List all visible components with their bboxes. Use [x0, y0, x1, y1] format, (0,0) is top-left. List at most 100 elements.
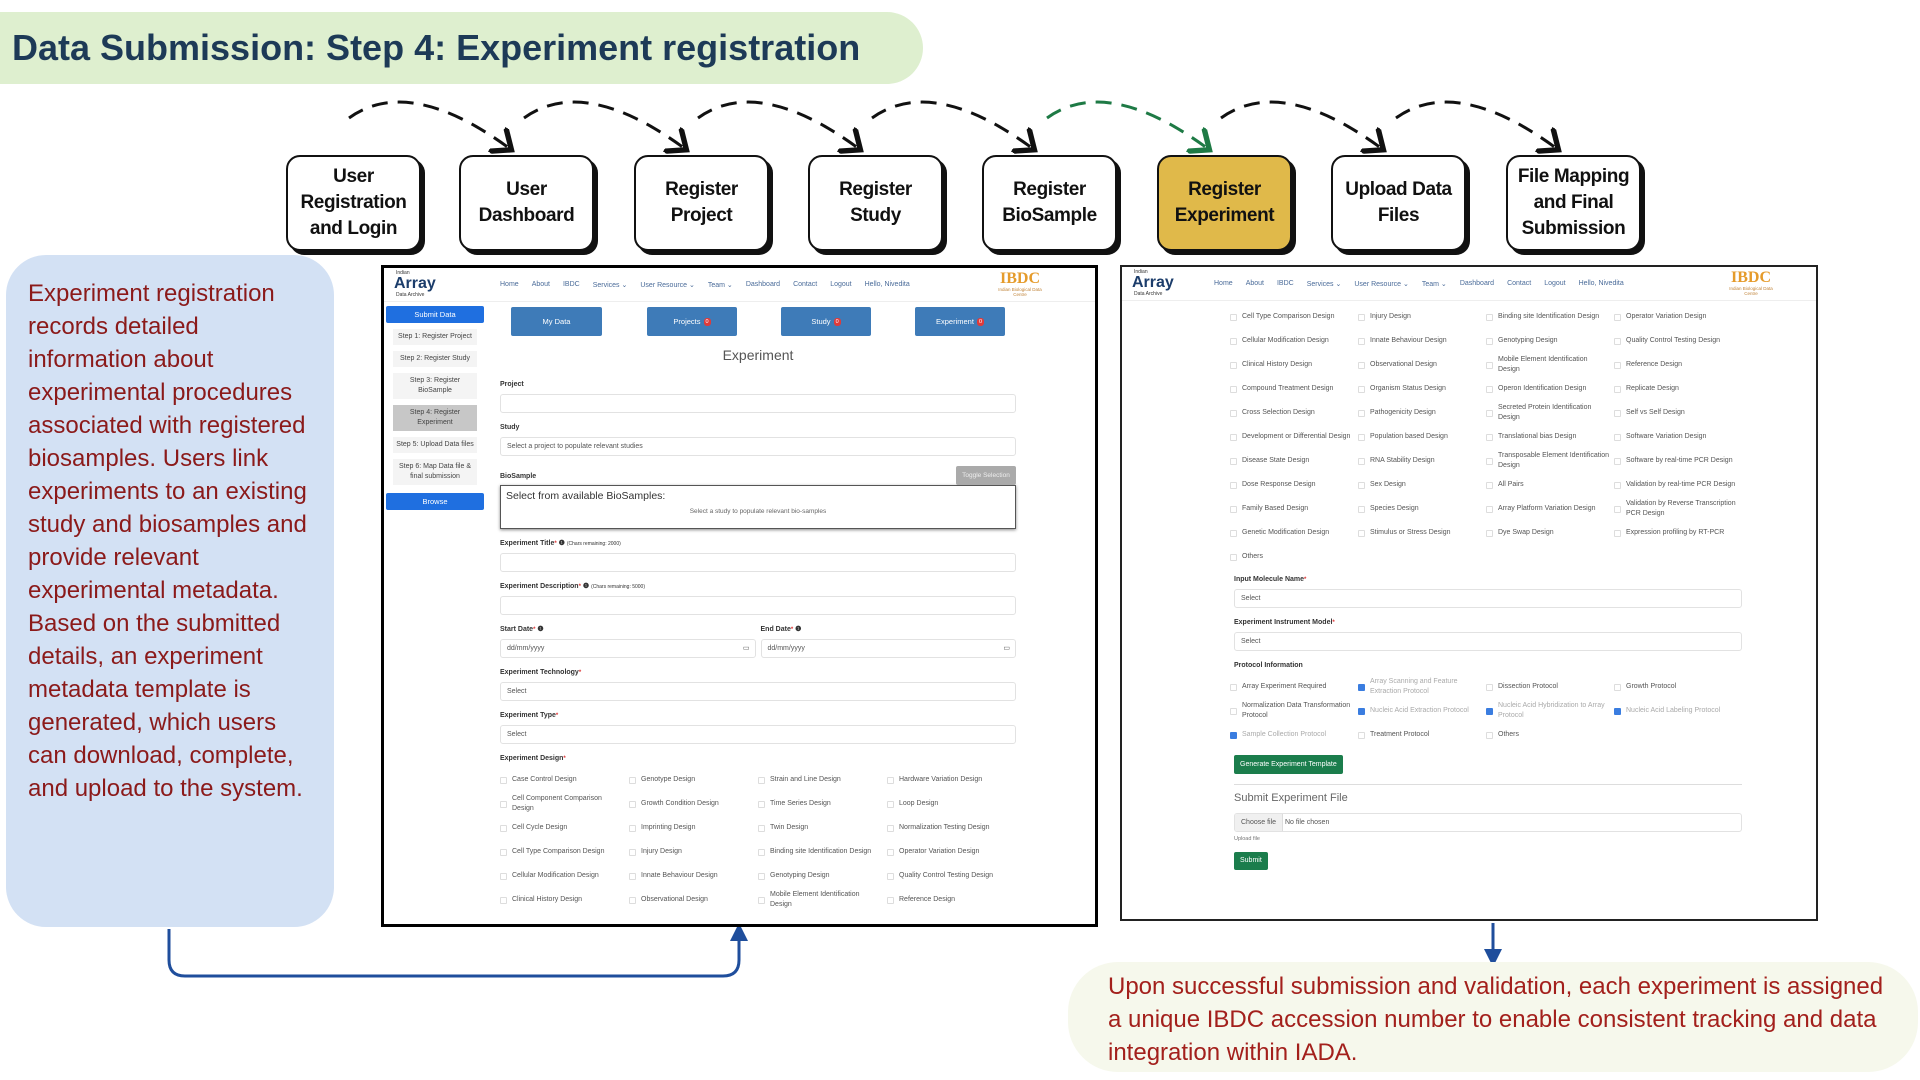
- checkbox-option[interactable]: Dye Swap Design: [1486, 521, 1614, 545]
- checkbox-option[interactable]: Cell Type Comparison Design: [500, 840, 629, 864]
- checkbox-icon[interactable]: [1358, 481, 1365, 489]
- nav-item[interactable]: Hello, Nivedita: [1578, 280, 1624, 287]
- nav-item[interactable]: Home: [1214, 280, 1233, 287]
- sidebar-step[interactable]: Step 5: Upload Data files: [393, 437, 477, 453]
- checkbox-option[interactable]: Operator Variation Design: [887, 840, 1016, 864]
- sidebar-step[interactable]: Step 1: Register Project: [393, 329, 477, 345]
- checkbox-icon[interactable]: [1358, 457, 1365, 465]
- file-input[interactable]: Choose file No file chosen: [1234, 813, 1742, 832]
- checkbox-option[interactable]: Case Control Design: [500, 768, 629, 792]
- biosample-box[interactable]: Select from available BioSamples: Select…: [500, 485, 1016, 529]
- checkbox-option[interactable]: Quality Control Testing Design: [1614, 329, 1742, 353]
- submit-data-button[interactable]: Submit Data: [386, 306, 484, 323]
- checkbox-option[interactable]: Pathogenicity Design: [1358, 401, 1486, 425]
- molecule-select[interactable]: Select: [1234, 589, 1742, 608]
- nav-item[interactable]: Services ⌄: [592, 282, 628, 289]
- checkbox-option[interactable]: Cellular Modification Design: [1230, 329, 1358, 353]
- checkbox-option[interactable]: Dose Response Design: [1230, 473, 1358, 497]
- choose-file-button[interactable]: Choose file: [1235, 814, 1284, 831]
- checkbox-option[interactable]: Nucleic Acid Labeling Protocol: [1614, 699, 1742, 723]
- nav-item[interactable]: User Resource ⌄: [1354, 281, 1409, 288]
- checkbox-icon[interactable]: [1230, 385, 1237, 393]
- checkbox-icon[interactable]: [1230, 683, 1237, 691]
- checkbox-option[interactable]: Nucleic Acid Hybridization to Array Prot…: [1486, 699, 1614, 723]
- checkbox-icon[interactable]: [629, 896, 636, 904]
- calendar-icon[interactable]: ▭: [742, 645, 750, 652]
- checkbox-icon[interactable]: [887, 776, 894, 784]
- checkbox-option[interactable]: Twin Design: [758, 816, 887, 840]
- checkbox-icon[interactable]: [758, 872, 765, 880]
- checkbox-icon[interactable]: [1230, 731, 1237, 739]
- checkbox-icon[interactable]: [1230, 409, 1237, 417]
- checkbox-icon[interactable]: [1486, 433, 1493, 441]
- checkbox-option[interactable]: Normalization Testing Design: [887, 816, 1016, 840]
- checkbox-icon[interactable]: [1230, 553, 1237, 561]
- checkbox-icon[interactable]: [1486, 337, 1493, 345]
- checkbox-icon[interactable]: [758, 848, 765, 856]
- checkbox-icon[interactable]: [1614, 337, 1621, 345]
- checkbox-option[interactable]: Mobile Element Identification Design: [1486, 353, 1614, 377]
- checkbox-icon[interactable]: [1486, 409, 1493, 417]
- nav-item[interactable]: Team ⌄: [707, 282, 733, 289]
- checkbox-option[interactable]: Genotyping Design: [758, 864, 887, 888]
- checkbox-icon[interactable]: [1230, 433, 1237, 441]
- technology-select[interactable]: Select: [500, 682, 1016, 701]
- toggle-selection-button[interactable]: Toggle Selection: [956, 466, 1016, 485]
- checkbox-icon[interactable]: [500, 896, 507, 904]
- checkbox-icon[interactable]: [1230, 481, 1237, 489]
- checkbox-option[interactable]: Observational Design: [1358, 353, 1486, 377]
- checkbox-icon[interactable]: [1358, 505, 1365, 513]
- checkbox-option[interactable]: Loop Design: [887, 792, 1016, 816]
- checkbox-icon[interactable]: [629, 824, 636, 832]
- checkbox-option[interactable]: Innate Behaviour Design: [1358, 329, 1486, 353]
- nav-item[interactable]: Logout: [1544, 280, 1566, 287]
- checkbox-icon[interactable]: [1358, 361, 1365, 369]
- checkbox-option[interactable]: Species Design: [1358, 497, 1486, 521]
- checkbox-icon[interactable]: [500, 800, 507, 808]
- checkbox-option[interactable]: Cross Selection Design: [1230, 401, 1358, 425]
- checkbox-icon[interactable]: [1230, 457, 1237, 465]
- checkbox-icon[interactable]: [1486, 361, 1493, 369]
- checkbox-option[interactable]: Cellular Modification Design: [500, 864, 629, 888]
- study-select[interactable]: Select a project to populate relevant st…: [500, 437, 1016, 456]
- checkbox-icon[interactable]: [887, 800, 894, 808]
- checkbox-icon[interactable]: [629, 872, 636, 880]
- nav-item[interactable]: Home: [500, 281, 519, 288]
- checkbox-icon[interactable]: [1486, 481, 1493, 489]
- checkbox-icon[interactable]: [1486, 313, 1493, 321]
- end-date-input[interactable]: dd/mm/yyyy▭: [760, 639, 1016, 658]
- checkbox-option[interactable]: Genetic Modification Design: [1230, 521, 1358, 545]
- checkbox-option[interactable]: Stimulus or Stress Design: [1358, 521, 1486, 545]
- checkbox-icon[interactable]: [1614, 707, 1621, 715]
- checkbox-icon[interactable]: [500, 848, 507, 856]
- checkbox-icon[interactable]: [629, 776, 636, 784]
- nav-item[interactable]: About: [1245, 280, 1264, 287]
- checkbox-icon[interactable]: [1614, 433, 1621, 441]
- nav-item[interactable]: Services ⌄: [1306, 281, 1342, 288]
- checkbox-icon[interactable]: [1358, 313, 1365, 321]
- checkbox-option[interactable]: Hardware Variation Design: [887, 768, 1016, 792]
- checkbox-option[interactable]: Genotyping Design: [1486, 329, 1614, 353]
- checkbox-icon[interactable]: [1486, 707, 1493, 715]
- nav-item[interactable]: IBDC: [1276, 280, 1294, 287]
- nav-item[interactable]: Contact: [1507, 280, 1532, 287]
- checkbox-option[interactable]: RNA Stability Design: [1358, 449, 1486, 473]
- checkbox-icon[interactable]: [1230, 707, 1237, 715]
- submit-button[interactable]: Submit: [1234, 851, 1268, 870]
- checkbox-icon[interactable]: [1486, 385, 1493, 393]
- checkbox-option[interactable]: Reference Design: [887, 888, 1016, 912]
- checkbox-icon[interactable]: [1486, 683, 1493, 691]
- checkbox-icon[interactable]: [500, 872, 507, 880]
- checkbox-icon[interactable]: [758, 824, 765, 832]
- nav-item[interactable]: Dashboard: [745, 281, 781, 288]
- checkbox-option[interactable]: Observational Design: [629, 888, 758, 912]
- checkbox-option[interactable]: Others: [1230, 545, 1358, 569]
- checkbox-option[interactable]: Development or Differential Design: [1230, 425, 1358, 449]
- checkbox-icon[interactable]: [629, 848, 636, 856]
- checkbox-option[interactable]: Strain and Line Design: [758, 768, 887, 792]
- checkbox-icon[interactable]: [1486, 529, 1493, 537]
